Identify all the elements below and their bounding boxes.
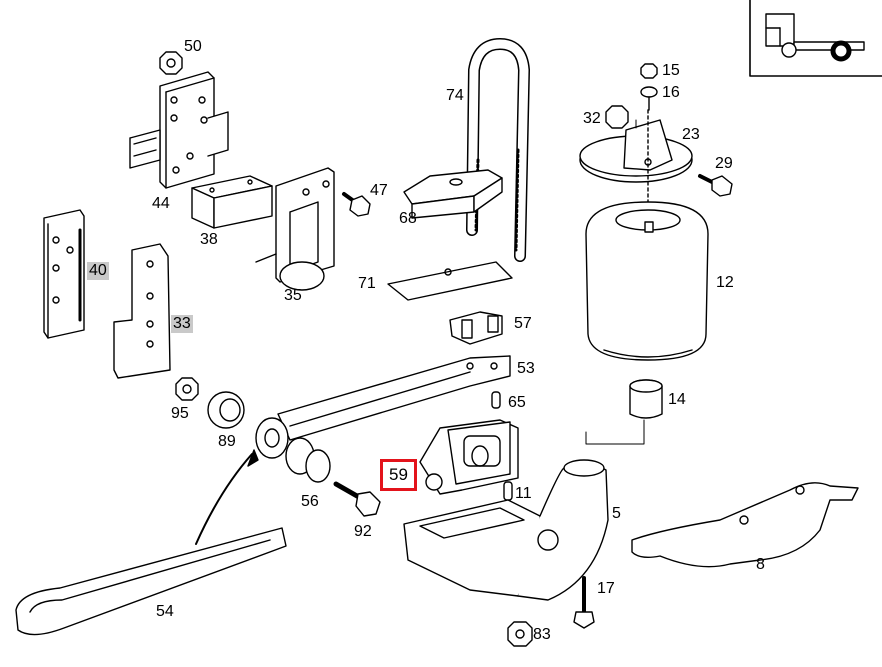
label-92[interactable]: 92	[354, 523, 372, 540]
part-50-nut-shape	[159, 51, 183, 75]
part-11-pin-shape	[503, 481, 513, 501]
label-17[interactable]: 17	[597, 580, 615, 597]
label-16[interactable]: 16	[662, 84, 680, 101]
label-47[interactable]: 47	[370, 182, 388, 199]
part-59-bracket-shape	[419, 419, 519, 495]
part-47-bolt-shape	[342, 192, 371, 217]
part-16-washer-shape	[640, 86, 658, 111]
part-29-bolt-shape	[698, 174, 733, 197]
label-23[interactable]: 23	[682, 126, 700, 143]
label-32[interactable]: 32	[583, 110, 601, 127]
label-56[interactable]: 56	[301, 493, 319, 510]
label-44[interactable]: 44	[152, 195, 170, 212]
label-95[interactable]: 95	[171, 405, 189, 422]
label-33[interactable]: 33	[171, 315, 193, 333]
leader-lines	[585, 119, 645, 445]
part-74-ubolt-shape	[466, 38, 530, 262]
label-53[interactable]: 53	[517, 360, 535, 377]
label-40[interactable]: 40	[87, 262, 109, 280]
part-8-beam-shape	[631, 482, 859, 568]
label-29[interactable]: 29	[715, 155, 733, 172]
label-68[interactable]: 68	[399, 210, 417, 227]
part-40-bracket-shape	[43, 209, 85, 339]
label-8[interactable]: 8	[756, 556, 765, 573]
part-12-airspring-shape	[585, 201, 709, 361]
part-17-bolt-shape	[573, 576, 595, 629]
part-14-spacer-shape	[629, 379, 663, 419]
label-15[interactable]: 15	[662, 62, 680, 79]
part-53-arm-shape	[255, 355, 511, 459]
label-35[interactable]: 35	[284, 287, 302, 304]
label-57[interactable]: 57	[514, 315, 532, 332]
part-38-block-shape	[191, 175, 273, 229]
label-11[interactable]: 11	[515, 485, 532, 502]
label-50[interactable]: 50	[184, 38, 202, 55]
label-74[interactable]: 74	[446, 87, 464, 104]
part-44-bracket-shape	[129, 71, 229, 189]
part-65-pin-shape	[491, 391, 501, 409]
part-15-nut-shape	[640, 63, 658, 79]
label-5[interactable]: 5	[612, 505, 621, 522]
label-38[interactable]: 38	[200, 231, 218, 248]
part-35-bracket-shape	[255, 167, 335, 291]
label-65[interactable]: 65	[508, 394, 526, 411]
part-89-bush-shape	[207, 391, 245, 429]
part-92-bolt-shape	[333, 481, 381, 517]
part-23-plate-shape	[579, 109, 693, 241]
label-89[interactable]: 89	[218, 433, 236, 450]
part-83-nut-shape	[507, 621, 533, 647]
label-59-highlighted[interactable]: 59	[380, 459, 417, 491]
part-33-bracket-shape	[113, 243, 171, 379]
part-57-bracket-shape	[449, 311, 503, 345]
part-95-nut-shape	[175, 377, 199, 401]
part-5-housing-shape	[403, 459, 609, 601]
label-71[interactable]: 71	[358, 275, 376, 292]
part-71-plate-shape	[387, 261, 513, 301]
part-68-clamp-shape	[403, 169, 503, 219]
label-54[interactable]: 54	[156, 603, 174, 620]
vehicle-thumbnail	[749, 0, 882, 77]
part-56-bush-shape	[285, 437, 331, 483]
label-12[interactable]: 12	[716, 274, 734, 291]
label-14[interactable]: 14	[668, 391, 686, 408]
part-32-nut-shape	[605, 105, 629, 129]
label-83[interactable]: 83	[533, 626, 551, 643]
part-54-spring-shape	[15, 449, 287, 636]
